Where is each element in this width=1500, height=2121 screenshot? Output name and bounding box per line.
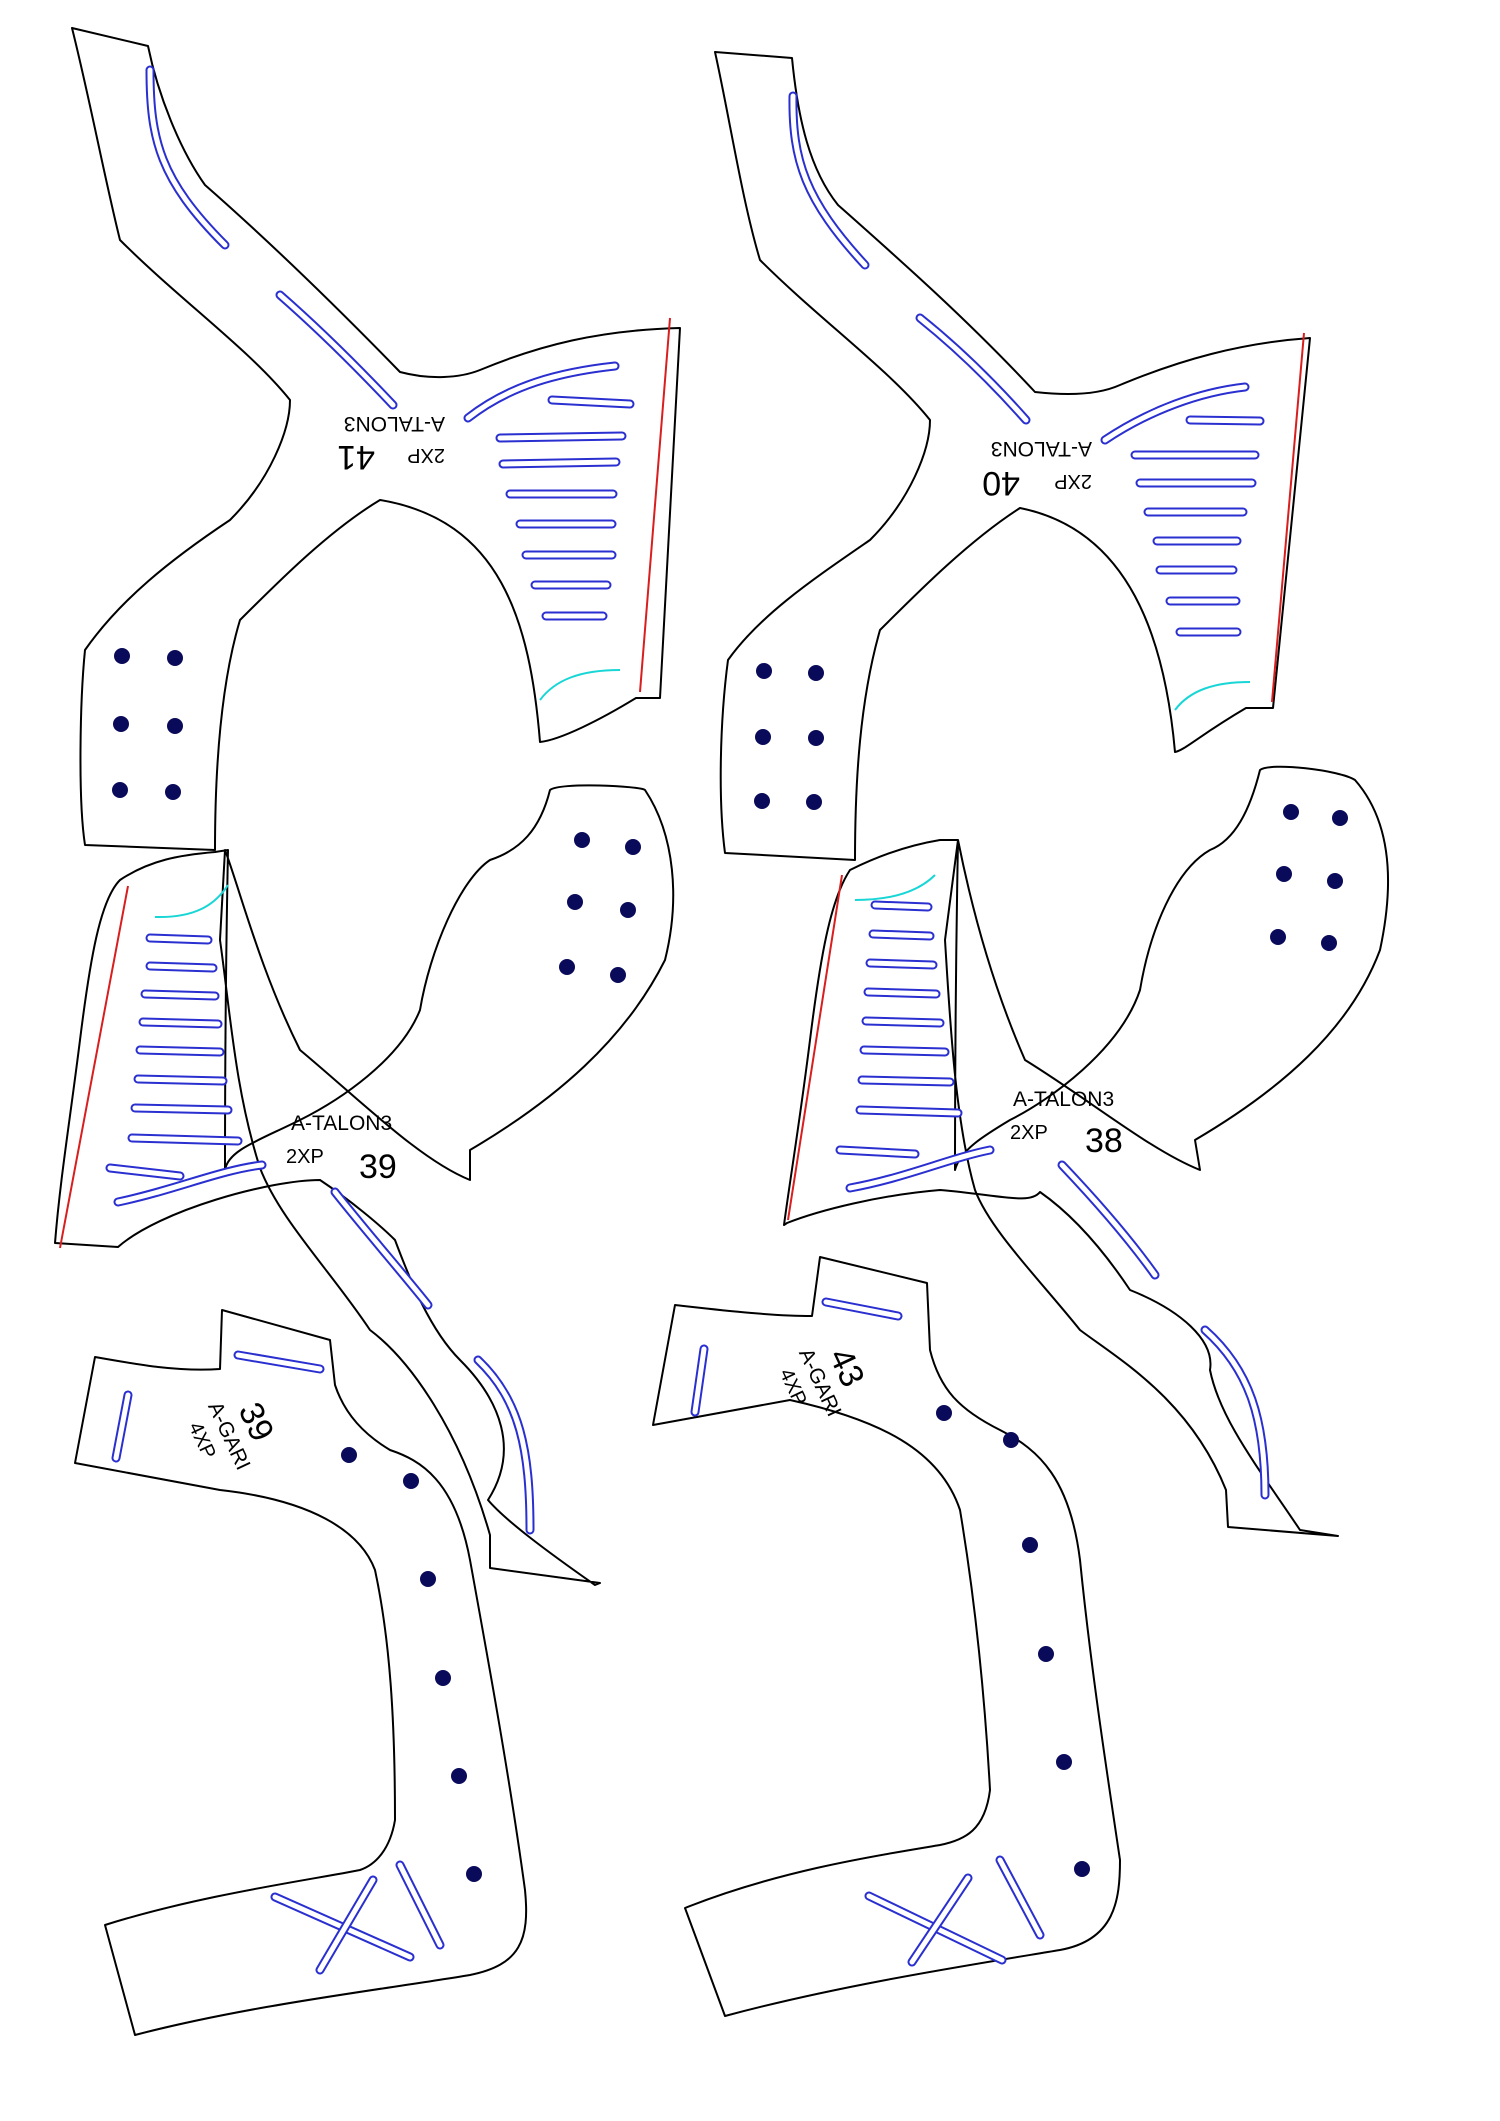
eyelets <box>112 648 183 800</box>
piece-qty: 2XP <box>1054 470 1092 492</box>
lace-slots <box>105 933 535 1535</box>
seam-line <box>154 884 229 919</box>
label-group: A-TALON3 2XP 39 <box>286 1112 397 1186</box>
seam-line <box>1174 681 1251 711</box>
piece-name: A-TALON3 <box>291 1112 392 1135</box>
piece-outline <box>74 1309 528 2036</box>
seam-line <box>539 669 621 701</box>
pattern-piece-talon-40: A-TALON3 2XP 40 <box>714 51 1311 861</box>
eyelets <box>559 832 641 983</box>
seam-line <box>59 885 129 1249</box>
piece-name: A-TALON3 <box>1013 1088 1114 1111</box>
eyelets <box>936 1405 1090 1877</box>
piece-qty: 2XP <box>286 1146 324 1168</box>
piece-size: 41 <box>337 438 375 476</box>
pattern-piece-gari-43: 43 A-GARI 4XP <box>652 1256 1121 2017</box>
label-group: 39 A-GARI 4XP <box>184 1397 281 1474</box>
piece-size: 40 <box>982 464 1020 502</box>
seam-line <box>1271 332 1305 703</box>
pattern-piece-talon-38: A-TALON3 2XP 38 <box>783 765 1389 1537</box>
pattern-piece-talon-39: A-TALON3 2XP 39 <box>54 784 675 1586</box>
lace-slots <box>111 1350 445 1975</box>
eyelets <box>341 1447 482 1882</box>
label-group: A-TALON3 2XP 40 <box>982 437 1092 502</box>
seam-line <box>639 317 671 693</box>
piece-name: A-TALON3 <box>991 437 1092 460</box>
piece-size: 39 <box>359 1148 397 1186</box>
lace-slots <box>835 900 1270 1500</box>
lace-slots <box>788 91 1265 637</box>
label-group: A-TALON3 2XP 41 <box>337 412 445 476</box>
piece-qty: 2XP <box>407 444 445 466</box>
label-group: A-TALON3 2XP 38 <box>1010 1088 1123 1160</box>
piece-outline <box>714 51 1311 861</box>
eyelets <box>1270 804 1348 951</box>
piece-outline <box>54 784 675 1586</box>
piece-outline <box>783 765 1389 1537</box>
piece-name: A-TALON3 <box>344 412 445 435</box>
piece-qty: 2XP <box>1010 1122 1048 1144</box>
lace-slots <box>690 1297 1045 1967</box>
pattern-piece-talon-41: A-TALON3 2XP 41 <box>71 27 681 851</box>
seam-line <box>787 874 843 1221</box>
label-group: 43 A-GARI 4XP <box>775 1342 872 1420</box>
piece-outline <box>652 1256 1121 2017</box>
piece-outline <box>71 27 681 851</box>
seam-line <box>854 874 936 901</box>
piece-size: 38 <box>1085 1122 1123 1160</box>
lace-slots <box>145 65 635 621</box>
pattern-piece-gari-39: 39 A-GARI 4XP <box>74 1309 528 2036</box>
eyelets <box>754 663 824 810</box>
